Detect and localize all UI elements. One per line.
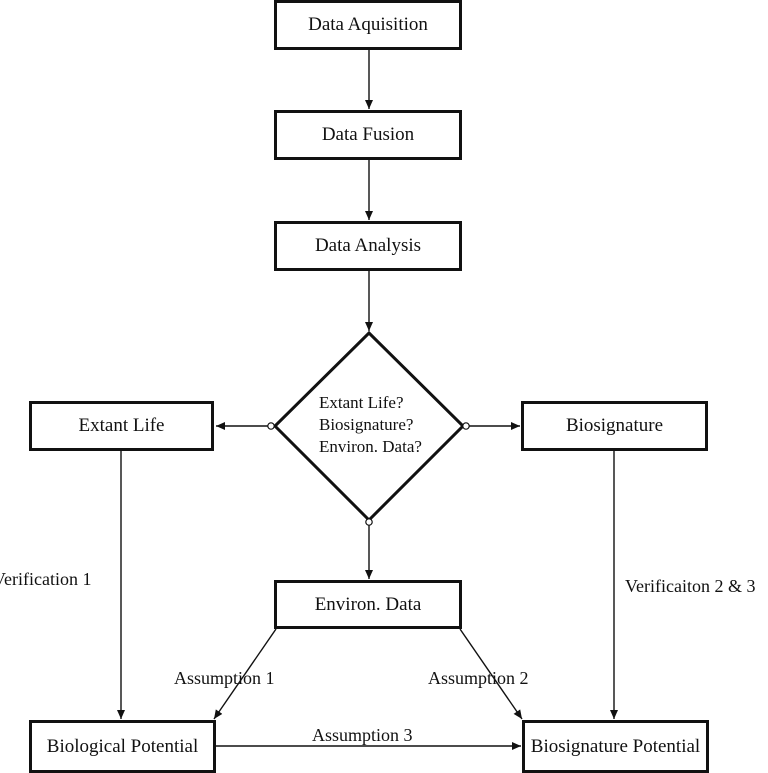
node-biological-potential: Biological Potential (29, 720, 216, 773)
node-data-acquisition: Data Aquisition (274, 0, 462, 50)
node-data-fusion: Data Fusion (274, 110, 462, 160)
node-biosignature: Biosignature (521, 401, 708, 451)
decision-line-biosignature: Biosignature? (319, 415, 414, 434)
node-data-analysis: Data Analysis (274, 221, 462, 271)
node-environ-data: Environ. Data (274, 580, 462, 629)
node-biosignature-potential: Biosignature Potential (522, 720, 709, 773)
decision-line-extant-life: Extant Life? (319, 393, 404, 412)
decision-text: Extant Life? Biosignature? Environ. Data… (319, 392, 422, 458)
label-assumption-3: Assumption 3 (312, 725, 413, 745)
label-verification-1: Verification 1 (0, 569, 92, 589)
arrow-environ-to-biosignature-potential (459, 628, 523, 720)
decision-line-environ-data: Environ. Data? (319, 437, 422, 456)
branch-dot-bottom (365, 518, 373, 526)
arrow-environ-to-biological-potential (213, 628, 277, 720)
branch-dot-left (267, 422, 275, 430)
label-verification-2-3: Verificaiton 2 & 3 (625, 576, 756, 596)
branch-dot-right (462, 422, 470, 430)
label-assumption-1: Assumption 1 (174, 668, 275, 688)
node-extant-life: Extant Life (29, 401, 214, 451)
label-assumption-2: Assumption 2 (428, 668, 529, 688)
